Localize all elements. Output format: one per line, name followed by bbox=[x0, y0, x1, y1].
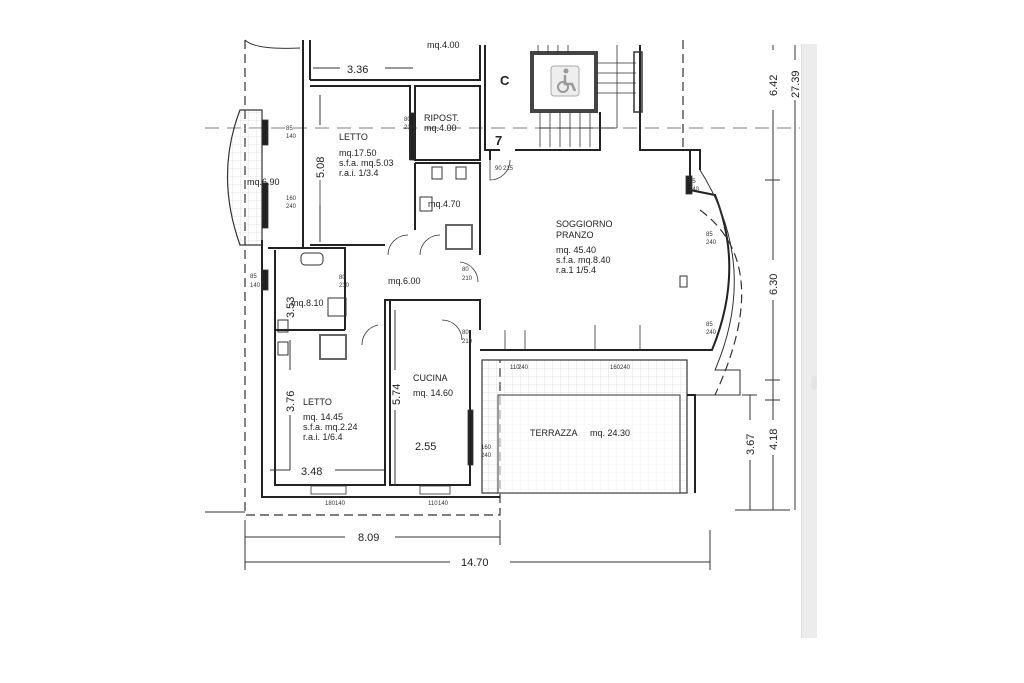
stair-elevator bbox=[530, 45, 643, 147]
opening-size-label: 240 bbox=[286, 204, 297, 210]
room-area-cut: mq.4.00 bbox=[427, 40, 460, 50]
opening-size-label: 240 bbox=[620, 365, 631, 371]
opening-size-label: 110 bbox=[510, 365, 520, 371]
room-name: LETTO bbox=[303, 397, 332, 407]
opening-size-label: 90 bbox=[495, 166, 502, 172]
room-area: mq. 24.30 bbox=[590, 428, 630, 438]
opening-size-label: 80 bbox=[404, 117, 411, 123]
room-area: mq. 14.60 bbox=[413, 388, 453, 398]
room-rai: r.a.i. 1/3.4 bbox=[339, 168, 379, 178]
opening-size-label: 160 bbox=[481, 445, 492, 451]
dim-top-width: 3.36 bbox=[347, 64, 368, 76]
opening-size-label: 80 bbox=[339, 275, 346, 281]
dim-right-top: 6.42 bbox=[768, 75, 780, 96]
room-name: LETTO bbox=[339, 132, 368, 142]
opening-size-label: 140 bbox=[286, 134, 297, 140]
opening-size-label: 140 bbox=[250, 283, 261, 289]
dim-bath2-height: 3.53 bbox=[285, 297, 297, 318]
dim-right-mid: 6.30 bbox=[768, 274, 780, 295]
room-bedroom1: LETTO mq.17.50 s.f.a. mq.5.03 r.a.i. 1/3… bbox=[339, 132, 394, 178]
opening-size-label: 180 bbox=[325, 501, 336, 507]
room-area: mq. 45.40 bbox=[556, 245, 596, 255]
dim-kitchen-width: 2.55 bbox=[415, 441, 436, 453]
opening-size-label: 85 bbox=[706, 232, 713, 238]
opening-size-label: 240 bbox=[706, 240, 717, 246]
room-name: TERRAZZA bbox=[530, 428, 578, 438]
room-area: mq.17.50 bbox=[339, 148, 377, 158]
opening-size-label: 240 bbox=[518, 365, 529, 371]
room-rai: r.a.i. 1/6.4 bbox=[303, 432, 343, 442]
opening-size-label: 85 bbox=[286, 126, 293, 132]
lot-boundary bbox=[205, 40, 790, 516]
room-sfa: s.f.a. mq.2.24 bbox=[303, 422, 358, 432]
opening-size-label: 160 bbox=[610, 365, 621, 371]
opening-size-label: 240 bbox=[481, 453, 492, 459]
opening-size-label: 160 bbox=[286, 196, 297, 202]
room-storage: RIPOST. mq.4.00 bbox=[424, 113, 459, 133]
terrace bbox=[481, 359, 696, 494]
opening-size-label: 210 bbox=[404, 125, 415, 131]
room-terrace: TERRAZZA mq. 24.30 bbox=[530, 428, 630, 438]
opening-size-label: 210 bbox=[462, 339, 473, 345]
room-sfa: s.f.a. mq.8.40 bbox=[556, 255, 611, 265]
scrollbar-handle[interactable] bbox=[811, 376, 817, 390]
opening-size-label: 140 bbox=[689, 187, 700, 193]
opening-size-label: 80 bbox=[462, 267, 469, 273]
walls bbox=[261, 40, 743, 498]
opening-size-label: 210 bbox=[339, 283, 350, 289]
opening-size-label: 210 bbox=[462, 276, 473, 282]
room-sfa: s.f.a. mq.5.03 bbox=[339, 158, 394, 168]
dim-bedroom2-height: 3.76 bbox=[285, 391, 297, 412]
opening-size-label: 85 bbox=[706, 322, 713, 328]
dim-right-bottom: 4.18 bbox=[768, 429, 780, 450]
doors-windows bbox=[261, 112, 693, 495]
bath2-area: mq.8.10 bbox=[291, 298, 324, 308]
dimension-lines bbox=[244, 45, 796, 570]
fixtures bbox=[277, 166, 688, 360]
block-label: C bbox=[500, 73, 510, 88]
room-name: RIPOST. bbox=[424, 113, 459, 123]
room-area: mq.4.00 bbox=[424, 123, 457, 133]
opening-size-label: 85 bbox=[689, 179, 696, 185]
opening-size-label: 140 bbox=[335, 501, 346, 507]
dim-bottom-partial: 8.09 bbox=[358, 532, 379, 544]
room-bedroom2: LETTO mq. 14.45 s.f.a. mq.2.24 r.a.i. 1/… bbox=[303, 397, 358, 442]
dim-kitchen-height: 5.74 bbox=[391, 384, 403, 405]
stair-number: 7 bbox=[495, 133, 502, 148]
wheelchair-icon bbox=[550, 65, 580, 97]
balcony-area: mq.6.90 bbox=[247, 177, 280, 187]
room-rai: r.a.1 1/5.4 bbox=[556, 265, 596, 275]
room-name: CUCINA bbox=[413, 373, 448, 383]
bath1-area: mq.4.70 bbox=[428, 199, 461, 209]
room-living: SOGGIORNO PRANZO mq. 45.40 s.f.a. mq.8.4… bbox=[556, 219, 613, 275]
opening-size-label: 110 bbox=[428, 501, 438, 507]
room-kitchen: CUCINA mq. 14.60 bbox=[413, 373, 453, 398]
dim-right-total: 27.39 bbox=[790, 70, 802, 98]
balcony bbox=[226, 39, 301, 246]
room-area: mq. 14.45 bbox=[303, 412, 343, 422]
dim-bottom-total: 14.70 bbox=[461, 557, 489, 569]
vertical-scrollbar[interactable] bbox=[801, 44, 817, 638]
hall-area: mq.6.00 bbox=[388, 276, 421, 286]
opening-size-label: 85 bbox=[250, 274, 257, 280]
opening-size-label: 215 bbox=[503, 166, 514, 172]
dim-bedroom1-height: 5.08 bbox=[315, 157, 327, 178]
room-name: PRANZO bbox=[556, 230, 594, 240]
dim-terrace-depth: 3.67 bbox=[745, 434, 757, 455]
opening-size-label: 80 bbox=[462, 330, 469, 336]
opening-size-label: 140 bbox=[438, 501, 449, 507]
room-name: SOGGIORNO bbox=[556, 219, 613, 229]
opening-size-label: 240 bbox=[706, 330, 717, 336]
dim-bedroom2-width: 3.48 bbox=[301, 466, 322, 478]
